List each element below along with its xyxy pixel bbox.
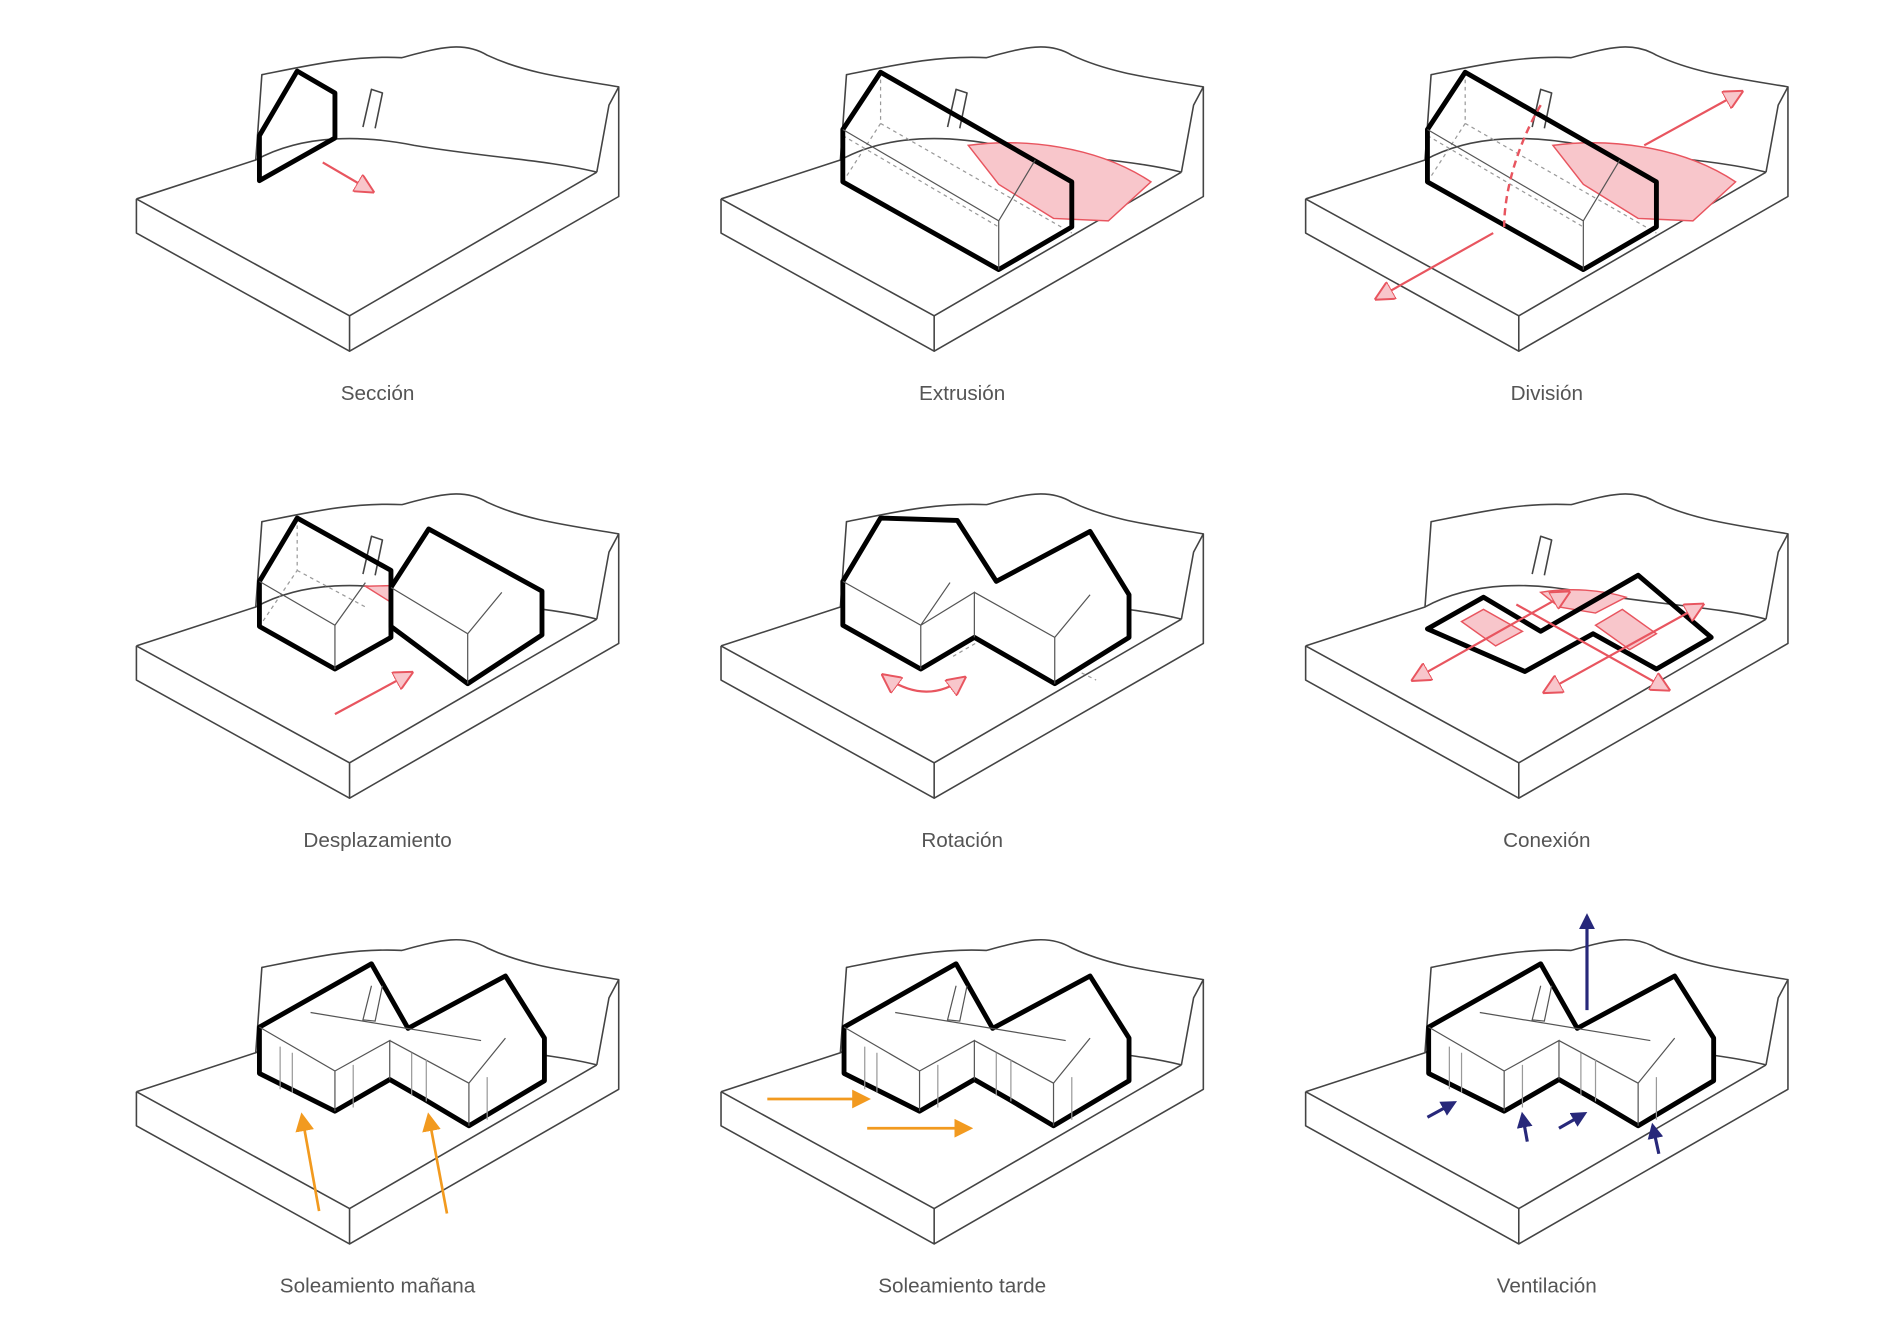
house-edges: [1427, 128, 1621, 270]
panel-label: Soleamiento mañana: [280, 1275, 476, 1298]
panel-label: División: [1511, 382, 1583, 405]
panel-label: Conexión: [1503, 829, 1590, 852]
wind-arrow-1: [1426, 1101, 1458, 1119]
highlight-area: [1551, 142, 1737, 222]
house-edges: [390, 586, 503, 684]
shift-arrow: [334, 673, 412, 716]
panel-soleamiento-tarde: Soleamiento tarde: [720, 938, 1205, 1298]
panel-soleamiento-manana: Soleamiento mañana: [135, 938, 620, 1298]
panel-seccion: Sección: [135, 46, 620, 405]
panel-extrusion: Extrusión: [720, 46, 1205, 405]
doors: [864, 1046, 1073, 1120]
terrain: [135, 46, 620, 352]
house-edges: [842, 128, 1036, 270]
move-arrow: [322, 161, 373, 191]
room-right: [1594, 608, 1658, 651]
panel-label: Soleamiento tarde: [878, 1275, 1046, 1298]
panel-label: Sección: [341, 382, 415, 405]
house-edges: [259, 580, 366, 670]
hidden-edges: [258, 518, 366, 627]
houses-outline: [841, 961, 1132, 1129]
panel-label: Ventilación: [1497, 1275, 1597, 1298]
sun-arrow-1: [295, 1112, 321, 1212]
panel-conexion: Conexión: [1304, 493, 1789, 852]
wind-arrow-3: [1558, 1112, 1588, 1130]
split-arrow-left: [1376, 232, 1494, 299]
terrain: [1304, 493, 1789, 799]
sun-arrow-2: [422, 1112, 449, 1214]
panel-ventilacion: Ventilación: [1304, 913, 1789, 1298]
house-right-outline: [388, 526, 545, 687]
highlight-area: [966, 142, 1153, 222]
hidden-edges: [842, 72, 1073, 234]
hidden-edges: [1426, 72, 1657, 234]
roof-edges: [843, 985, 1091, 1126]
wind-arrow-2: [1516, 1111, 1533, 1142]
panel-label: Rotación: [921, 829, 1003, 852]
panel-rotacion: Rotación: [720, 493, 1205, 852]
doors: [279, 1046, 488, 1120]
roof-edges: [1428, 985, 1676, 1126]
connect-arrow-2: [1544, 605, 1702, 693]
house-rotated-outline: [840, 515, 1132, 687]
panel-division: División: [1304, 46, 1789, 405]
panel-label: Desplazamiento: [303, 829, 451, 852]
division-cut-line: [1502, 104, 1542, 227]
connect-arrow-1: [1413, 592, 1569, 680]
houses-outline: [256, 961, 547, 1129]
house-edges: [842, 580, 1091, 684]
roof-edges: [259, 985, 506, 1126]
panel-desplazamiento: Desplazamiento: [135, 493, 620, 852]
rotate-arrow: [883, 675, 965, 691]
split-arrow-right: [1643, 92, 1741, 147]
wind-arrow-4: [1647, 1122, 1664, 1155]
doors: [1448, 1046, 1658, 1120]
house-section-outline: [256, 68, 338, 184]
connect-arrow-3: [1515, 603, 1668, 690]
panel-label: Extrusión: [919, 382, 1005, 405]
houses-outline: [1426, 961, 1717, 1129]
